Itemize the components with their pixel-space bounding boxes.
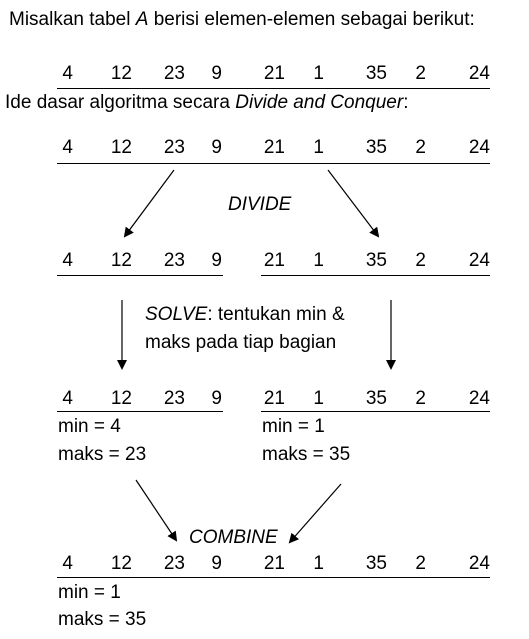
final-min-value: min = 1 [58, 582, 121, 603]
combine-arrow-left [135, 479, 178, 542]
array-cell: 4 [62, 63, 73, 84]
array-cell: 1 [313, 388, 324, 409]
array-cell: 21 [263, 250, 285, 271]
array-cell: 2 [415, 137, 426, 158]
array-cell: 4 [62, 137, 73, 158]
solve-label-line-1: SOLVE: tentukan min & [145, 305, 345, 324]
array-cell: 1 [313, 63, 324, 84]
final-max-value: maks = 35 [58, 609, 147, 630]
array-cell: 24 [468, 250, 490, 271]
array-cell: 4 [62, 388, 73, 409]
intro-line-2-suffix: : [403, 92, 409, 113]
array-cell: 2 [415, 63, 426, 84]
array-cell: 4 [62, 553, 73, 574]
array-cell: 23 [163, 388, 185, 409]
divide-label: DIVIDE [228, 194, 292, 215]
array-cell: 35 [365, 388, 387, 409]
array-cell: 21 [263, 553, 285, 574]
array-underline-original [57, 88, 490, 89]
array-cell: 2 [415, 553, 426, 574]
divide-arrow-left [123, 169, 175, 238]
solve-label-italic: SOLVE [145, 304, 208, 325]
solve-label-line-2: maks pada tiap bagian [145, 332, 337, 353]
left-half-underline [57, 275, 223, 276]
array-cell: 9 [211, 250, 222, 271]
intro-line-1: Misalkan tabel A berisi elemen-elemen se… [9, 10, 475, 29]
array-cell: 9 [211, 388, 222, 409]
array-cell: 9 [211, 137, 222, 158]
intro-line-2-italic: Divide and Conquer [235, 92, 404, 113]
intro-line-2-prefix: Ide dasar algoritma secara [5, 92, 236, 113]
right-min-value: min = 1 [262, 416, 325, 437]
array-cell: 12 [110, 250, 132, 271]
array-cell: 2 [415, 250, 426, 271]
array-cell: 12 [110, 553, 132, 574]
array-cell: 12 [110, 137, 132, 158]
combine-arrow-right [288, 483, 342, 544]
array-cell: 12 [110, 388, 132, 409]
array-cell: 24 [468, 63, 490, 84]
array-cell: 23 [163, 553, 185, 574]
array-cell: 2 [415, 388, 426, 409]
solve-label-rest: : tentukan min & [207, 304, 345, 325]
array-cell: 23 [163, 137, 185, 158]
array-cell: 21 [263, 137, 285, 158]
array-cell: 24 [468, 388, 490, 409]
array-cell: 1 [313, 553, 324, 574]
array-cell: 35 [365, 63, 387, 84]
combine-label: COMBINE [189, 527, 278, 548]
array-cell: 1 [313, 250, 324, 271]
array-cell: 35 [365, 553, 387, 574]
right-half-underline [261, 275, 490, 276]
array-cell: 35 [365, 250, 387, 271]
array-cell: 23 [163, 63, 185, 84]
combined-underline [57, 577, 490, 578]
array-cell: 9 [211, 63, 222, 84]
array-cell: 21 [263, 63, 285, 84]
array-cell: 21 [263, 388, 285, 409]
array-cell: 24 [468, 553, 490, 574]
array-cell: 12 [110, 63, 132, 84]
array-cell: 35 [365, 137, 387, 158]
array-cell: 4 [62, 250, 73, 271]
right-max-value: maks = 35 [262, 444, 351, 465]
left-solved-underline [57, 411, 223, 412]
intro-text-suffix: berisi elemen-elemen sebagai berikut: [148, 9, 475, 30]
array-cell: 1 [313, 137, 324, 158]
intro-text-prefix: Misalkan tabel [9, 9, 136, 30]
array-cell: 9 [211, 553, 222, 574]
right-solved-underline [261, 411, 490, 412]
array-cell: 23 [163, 250, 185, 271]
left-min-value: min = 4 [58, 416, 121, 437]
left-max-value: maks = 23 [58, 444, 147, 465]
array-cell: 24 [468, 137, 490, 158]
intro-var-a: A [135, 9, 149, 30]
intro-line-2: Ide dasar algoritma secara Divide and Co… [5, 93, 408, 112]
array-underline-divide [57, 163, 490, 164]
divide-arrow-right [327, 169, 380, 238]
